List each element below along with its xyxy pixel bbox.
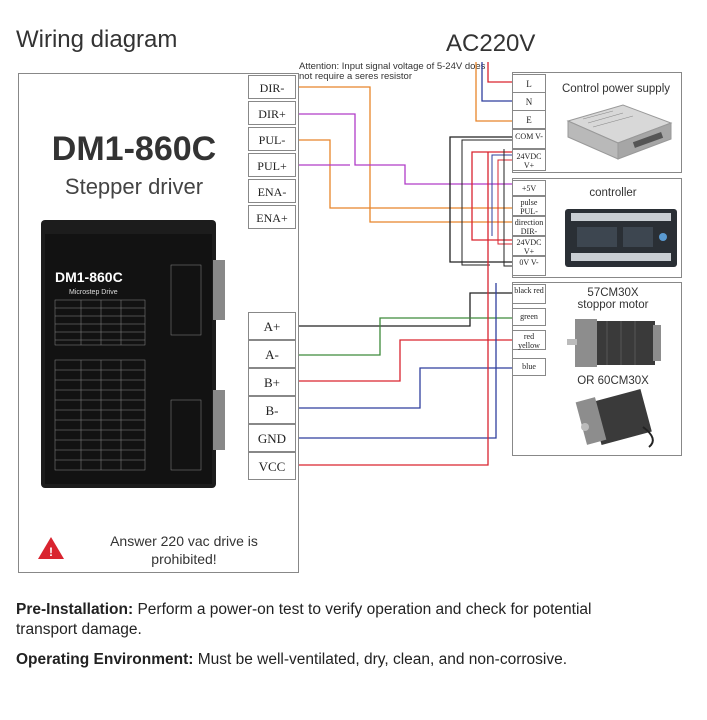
wire-gnd — [296, 283, 497, 439]
ctrl-pin-24v: 24VDC V+ — [512, 236, 546, 256]
note-operating-environment-label: Operating Environment: — [16, 651, 194, 668]
ps-terminal-com: COM V- — [512, 129, 546, 149]
warning-text: Answer 220 vac drive is prohibited! — [110, 533, 258, 567]
page-title: Wiring diagram — [16, 26, 178, 53]
motor-alt-label: OR 60CM30X — [577, 375, 649, 387]
terminal-ena-plus: ENA+ — [248, 205, 296, 229]
driver-model-title: DM1-860C — [51, 130, 217, 168]
ps-terminal-E: E — [512, 110, 546, 129]
svg-text:!: ! — [49, 545, 53, 559]
device-model-text: DM1-860C — [55, 269, 123, 285]
terminal-b-minus: B- — [248, 396, 296, 424]
warning-icon: ! — [38, 537, 64, 559]
terminal-a-minus: A- — [248, 340, 296, 368]
terminal-b-plus: B+ — [248, 368, 296, 396]
wire-a-plus — [296, 292, 512, 327]
wire-N — [481, 62, 512, 102]
note-pre-installation-label: Pre-Installation: — [16, 601, 134, 618]
attention-note: Attention: Input signal voltage of 5-24V… — [299, 61, 486, 82]
power-supply-image — [566, 104, 673, 160]
terminal-vcc: VCC — [248, 452, 296, 480]
wire-dir-minus — [296, 86, 512, 223]
motor-wire-blue: blue — [512, 358, 546, 376]
wire-L — [487, 62, 512, 83]
driver-panel: DM1-860C Stepper driver DM1-860C Microst… — [18, 73, 299, 573]
wire-b-plus — [296, 339, 512, 382]
controller-title: controller — [589, 187, 637, 199]
ps-terminal-L: L — [512, 74, 546, 93]
wire-com — [449, 136, 512, 263]
motor-wire-green: green — [512, 308, 546, 326]
terminal-pul-plus: PUL+ — [248, 153, 296, 177]
note-operating-environment-text: Must be well-ventilated, dry, clean, and… — [193, 651, 568, 668]
motor-wire-black-red: black red — [512, 284, 546, 304]
ps-terminal-24v: 24VDC V+ — [512, 149, 546, 171]
wire-24v-c — [497, 159, 512, 245]
motor-image-57 — [567, 319, 661, 367]
wire-com2 — [461, 139, 512, 266]
motor-title-line2: stoppor motor — [577, 299, 649, 311]
note-pre-installation: Pre-Installation: Perform a power-on tes… — [16, 600, 656, 640]
ctrl-pin-pulse: pulse PUL- — [512, 196, 546, 216]
motor-title-line1: 57CM30X — [587, 287, 639, 299]
note-pre-installation-text: Perform a power-on test to verify operat… — [16, 601, 592, 638]
wire-b-minus — [296, 367, 512, 409]
wire-24v — [471, 151, 512, 241]
ctrl-pin-direction: direction DIR- — [512, 216, 546, 236]
power-input-label: AC220V — [446, 30, 536, 57]
terminal-dir-plus: DIR+ — [248, 101, 296, 125]
terminal-gnd: GND — [248, 424, 296, 452]
wire-0v — [503, 149, 512, 267]
wire-dir-plus — [296, 113, 512, 185]
wire-a-minus — [296, 317, 512, 356]
controller-image — [565, 209, 677, 267]
motor-wire-red-yellow: red yellow — [512, 330, 546, 350]
wire-vcc — [296, 152, 489, 466]
ctrl-pin-5v: +5V — [512, 180, 546, 196]
note-operating-environment: Operating Environment: Must be well-vent… — [16, 650, 696, 670]
motor-title: 57CM30X stoppor motor — [553, 287, 673, 311]
motor-image-60 — [575, 389, 654, 448]
driver-subtitle: Stepper driver — [64, 174, 204, 199]
terminal-ena-minus: ENA- — [248, 179, 296, 203]
wire-24v-b — [491, 154, 512, 236]
wire-E — [475, 62, 512, 122]
terminal-a-plus: A+ — [248, 312, 296, 340]
terminal-pul-minus: PUL- — [248, 127, 296, 151]
terminal-dir-minus: DIR- — [248, 75, 296, 99]
device-sub-text: Microstep Drive — [69, 289, 118, 296]
driver-device-image: DM1-860C Microstep Drive — [41, 220, 225, 488]
wiring-lines — [296, 62, 512, 466]
wire-pul-minus — [296, 139, 512, 209]
ctrl-pin-0v: 0V V- — [512, 256, 546, 276]
power-supply-title: Control power supply — [561, 83, 671, 95]
ps-terminal-N: N — [512, 92, 546, 111]
